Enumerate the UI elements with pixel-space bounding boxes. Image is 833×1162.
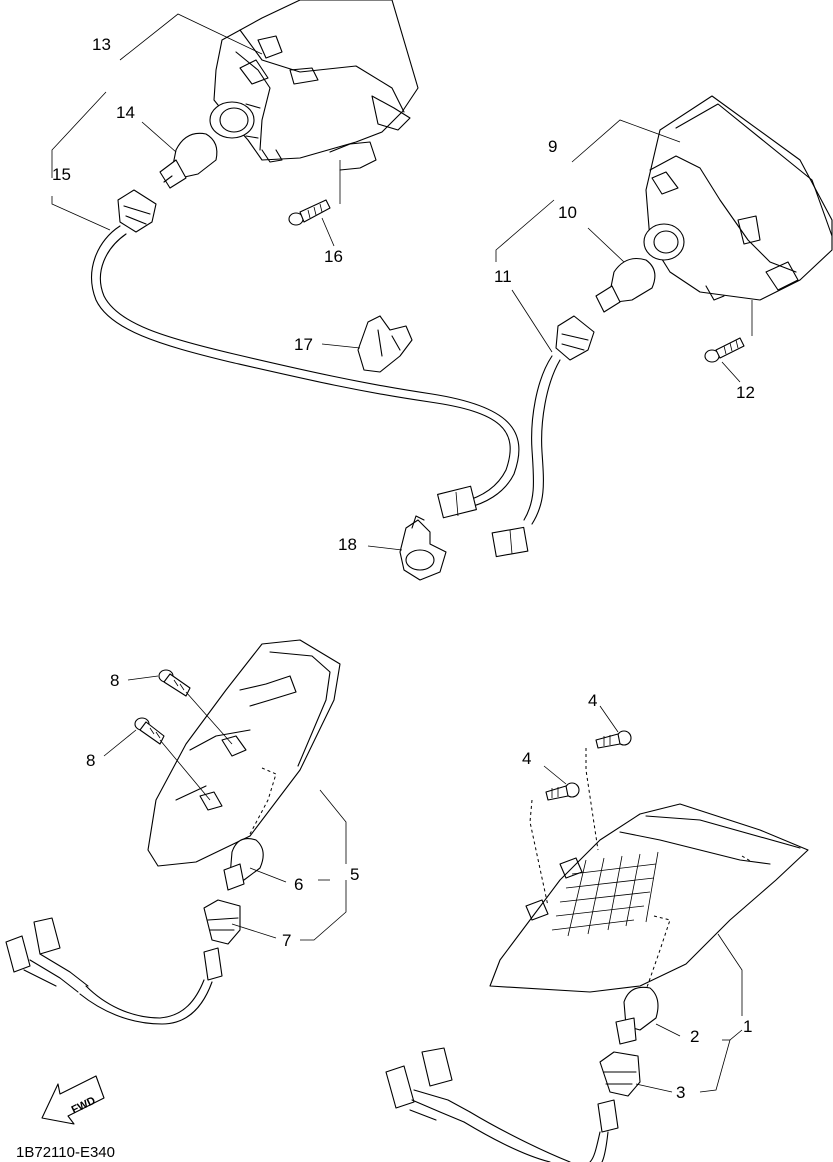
- screw-8-upper: [158, 669, 233, 745]
- part-label-7: 7: [282, 931, 291, 950]
- part-label-8-lower: 8: [86, 751, 95, 770]
- part-label-4-lower: 4: [522, 749, 531, 768]
- front-left-flasher-lens: [147, 639, 341, 867]
- rear-right-flasher-assy: [643, 95, 833, 330]
- leader-lines: [51, 13, 743, 1093]
- part-label-9: 9: [548, 137, 557, 156]
- part-label-2: 2: [690, 1027, 699, 1046]
- screw-4-lower: [529, 782, 580, 907]
- part-label-12: 12: [736, 383, 755, 402]
- harness-7: [5, 899, 241, 1025]
- part-label-11: 11: [494, 267, 512, 286]
- harness-3: [385, 1047, 641, 1162]
- harness-11: [491, 315, 595, 558]
- part-label-4-upper: 4: [588, 691, 597, 710]
- screw-12: [704, 330, 753, 363]
- bulb-14: [159, 132, 218, 189]
- bulb-2: [615, 986, 659, 1045]
- screw-8-lower: [134, 717, 211, 801]
- bulb-10: [595, 257, 656, 313]
- part-label-17: 17: [294, 335, 313, 354]
- screw-16: [288, 196, 341, 226]
- part-label-3: 3: [676, 1083, 685, 1102]
- part-label-16: 16: [324, 247, 343, 266]
- part-label-5: 5: [350, 865, 359, 884]
- part-label-14: 14: [116, 103, 135, 122]
- fwd-arrow-icon: FWD: [41, 1075, 105, 1125]
- harness-15: [91, 189, 520, 519]
- part-label-13: 13: [92, 35, 111, 54]
- part-label-10: 10: [558, 203, 577, 222]
- part-label-18: 18: [338, 535, 357, 554]
- part-label-1: 1: [743, 1017, 752, 1036]
- rear-left-flasher-assy: [209, 0, 419, 196]
- part-label-8-upper: 8: [110, 671, 119, 690]
- clamp-18: [399, 515, 447, 581]
- clamp-17: [357, 315, 413, 373]
- part-number-labels: 1 2 3 4 4 5 6 7 8 8 9 10 11 12 13 14 15 …: [52, 35, 755, 1102]
- figure-code: 1B72110-E340: [16, 1144, 115, 1161]
- part-label-15: 15: [52, 165, 71, 184]
- screw-4-upper: [585, 730, 632, 851]
- front-right-flasher-lens: [489, 803, 809, 993]
- part-label-6: 6: [294, 875, 303, 894]
